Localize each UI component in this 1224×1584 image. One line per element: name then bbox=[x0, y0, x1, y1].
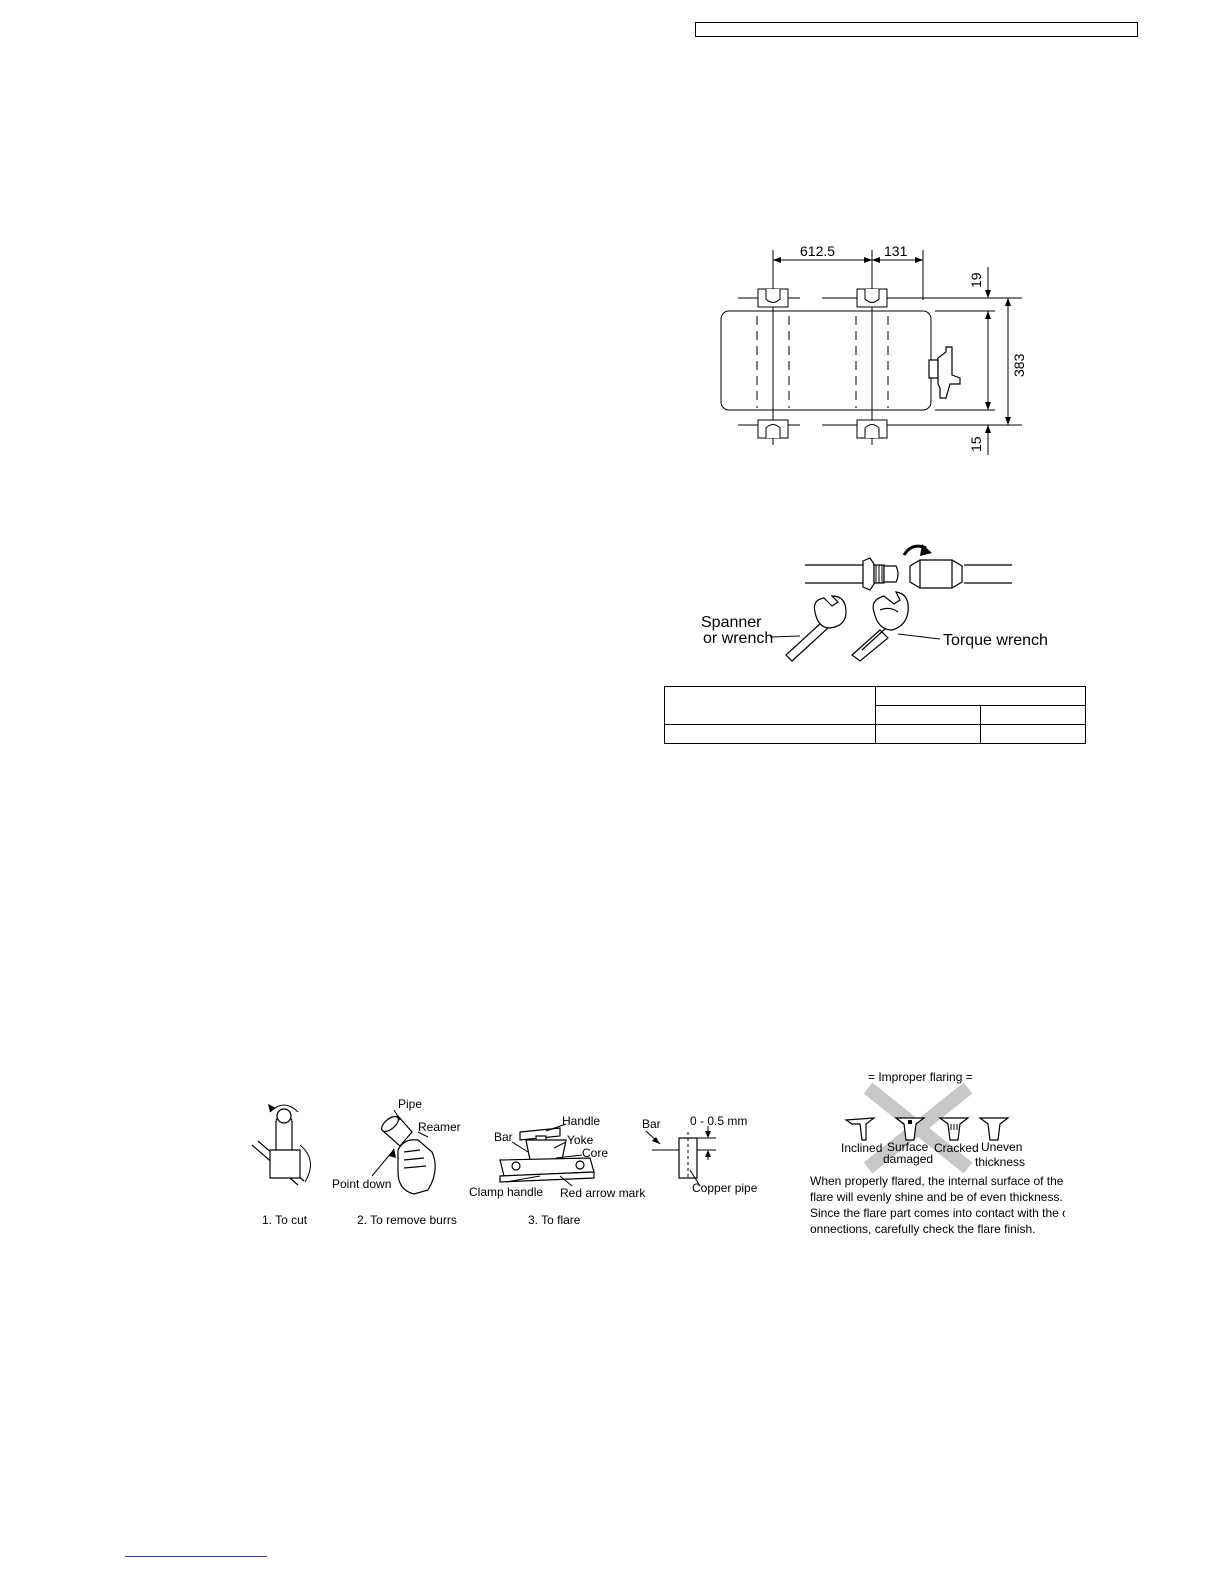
improper-flaring-diagram: = Improper flaring = Inclined Surface da… bbox=[841, 1070, 1025, 1173]
damaged-label: damaged bbox=[883, 1152, 933, 1166]
flaring-tools-diagram: 1. To cut Pipe Reamer Point down 2. To r… bbox=[251, 1097, 758, 1227]
cracked-label: Cracked bbox=[934, 1141, 979, 1155]
thickness-label: thickness bbox=[975, 1155, 1025, 1169]
yoke-label: Yoke bbox=[567, 1133, 594, 1147]
inclined-label: Inclined bbox=[841, 1141, 882, 1155]
torque-wrench-label: Torque wrench bbox=[943, 632, 1048, 649]
dim-131: 131 bbox=[884, 243, 908, 259]
table-cell bbox=[980, 724, 1086, 744]
table-cell bbox=[875, 686, 1086, 706]
copper-pipe-label: Copper pipe bbox=[692, 1181, 758, 1195]
dim-19: 19 bbox=[968, 272, 984, 288]
table-cell bbox=[875, 724, 981, 744]
spanner-label-1: Spanner bbox=[701, 614, 762, 631]
flare-description: When properly flared, the internal surfa… bbox=[810, 1174, 1065, 1236]
footer-link[interactable] bbox=[125, 1556, 267, 1557]
dim-612-5: 612.5 bbox=[800, 243, 835, 259]
bar-label: Bar bbox=[494, 1130, 513, 1144]
red-arrow-mark-label: Red arrow mark bbox=[560, 1186, 646, 1200]
core-label: Core bbox=[582, 1146, 608, 1160]
table-cell bbox=[664, 686, 876, 725]
torque-table bbox=[664, 686, 1086, 744]
header-box bbox=[695, 22, 1138, 37]
point-down-label: Point down bbox=[332, 1177, 391, 1191]
handle-label: Handle bbox=[562, 1114, 600, 1128]
step-3-caption: 3. To flare bbox=[528, 1213, 581, 1227]
gap-label: 0 - 0.5 mm bbox=[690, 1114, 747, 1128]
mounting-plate-diagram: 612.5 131 bbox=[720, 243, 1027, 455]
table-cell bbox=[875, 705, 981, 725]
pipe-label: Pipe bbox=[398, 1097, 422, 1111]
uneven-label: Uneven bbox=[981, 1140, 1022, 1154]
dim-383: 383 bbox=[1011, 353, 1027, 377]
surface-label: Surface bbox=[887, 1140, 929, 1154]
improper-flaring-title: = Improper flaring = bbox=[868, 1070, 973, 1084]
step-2-caption: 2. To remove burrs bbox=[357, 1213, 457, 1227]
step-1-caption: 1. To cut bbox=[262, 1213, 308, 1227]
clamp-handle-label: Clamp handle bbox=[469, 1185, 543, 1199]
tightening-diagram: Spanner or wrench Torque wrench bbox=[701, 544, 1048, 662]
spanner-label-2: or wrench bbox=[703, 630, 773, 647]
table-cell bbox=[980, 705, 1086, 725]
dim-15: 15 bbox=[968, 436, 984, 452]
table-cell bbox=[664, 724, 876, 744]
bar-2-label: Bar bbox=[642, 1117, 661, 1131]
reamer-label: Reamer bbox=[418, 1120, 461, 1134]
